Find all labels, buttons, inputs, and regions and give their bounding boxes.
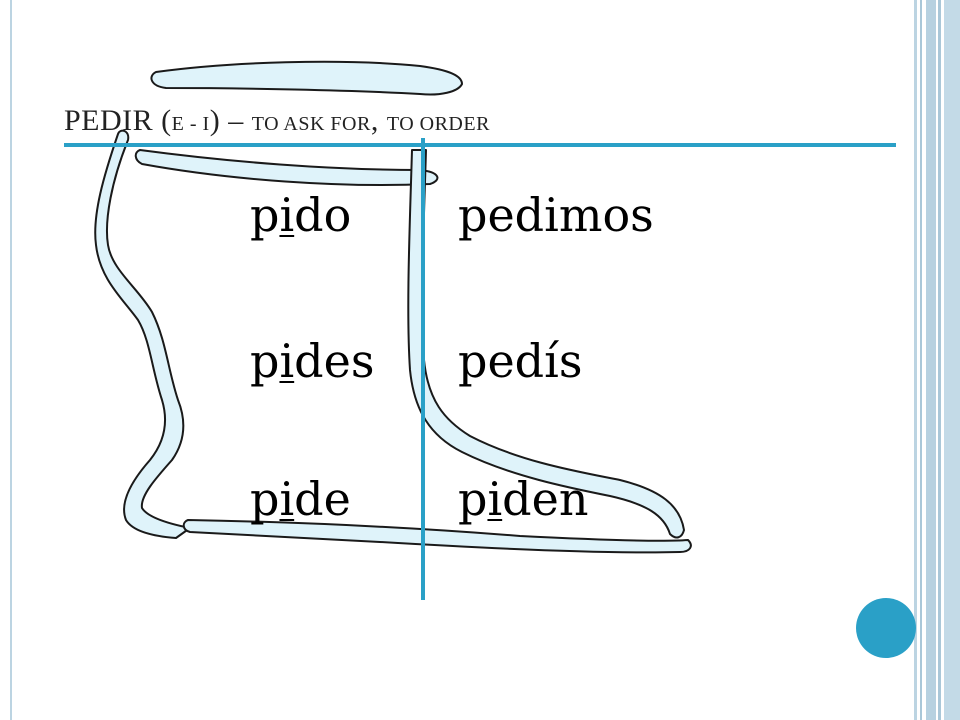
conjugation-el: pide: [250, 472, 351, 526]
left-border-line: [10, 0, 12, 720]
stem-vowel: i: [487, 472, 503, 526]
stem-vowel: i: [279, 188, 295, 242]
slide-title: PEDIR (e - i) – to ask for, to order: [64, 104, 490, 138]
conjugation-ellos: piden: [458, 472, 589, 526]
title-meaning-1: to ask for: [251, 113, 371, 135]
column-divider: [421, 138, 425, 600]
conjugation-yo: pido: [250, 188, 352, 242]
title-meaning-2: to order: [386, 113, 490, 135]
title-verb: PEDIR (: [64, 104, 172, 137]
conjugation-nosotros: pedimos: [458, 188, 654, 242]
title-comma: ,: [370, 104, 387, 137]
title-stem-change: e - i: [171, 113, 210, 135]
title-close: ) –: [209, 104, 252, 137]
conjugation-vosotros: pedís: [458, 334, 583, 388]
stem-vowel: i: [279, 472, 295, 526]
title-underline-rule: [64, 143, 896, 147]
conjugation-tu: pides: [250, 334, 375, 388]
right-decorative-stripes: [914, 0, 960, 720]
decorative-circle: [856, 598, 916, 658]
stem-vowel: i: [279, 334, 295, 388]
